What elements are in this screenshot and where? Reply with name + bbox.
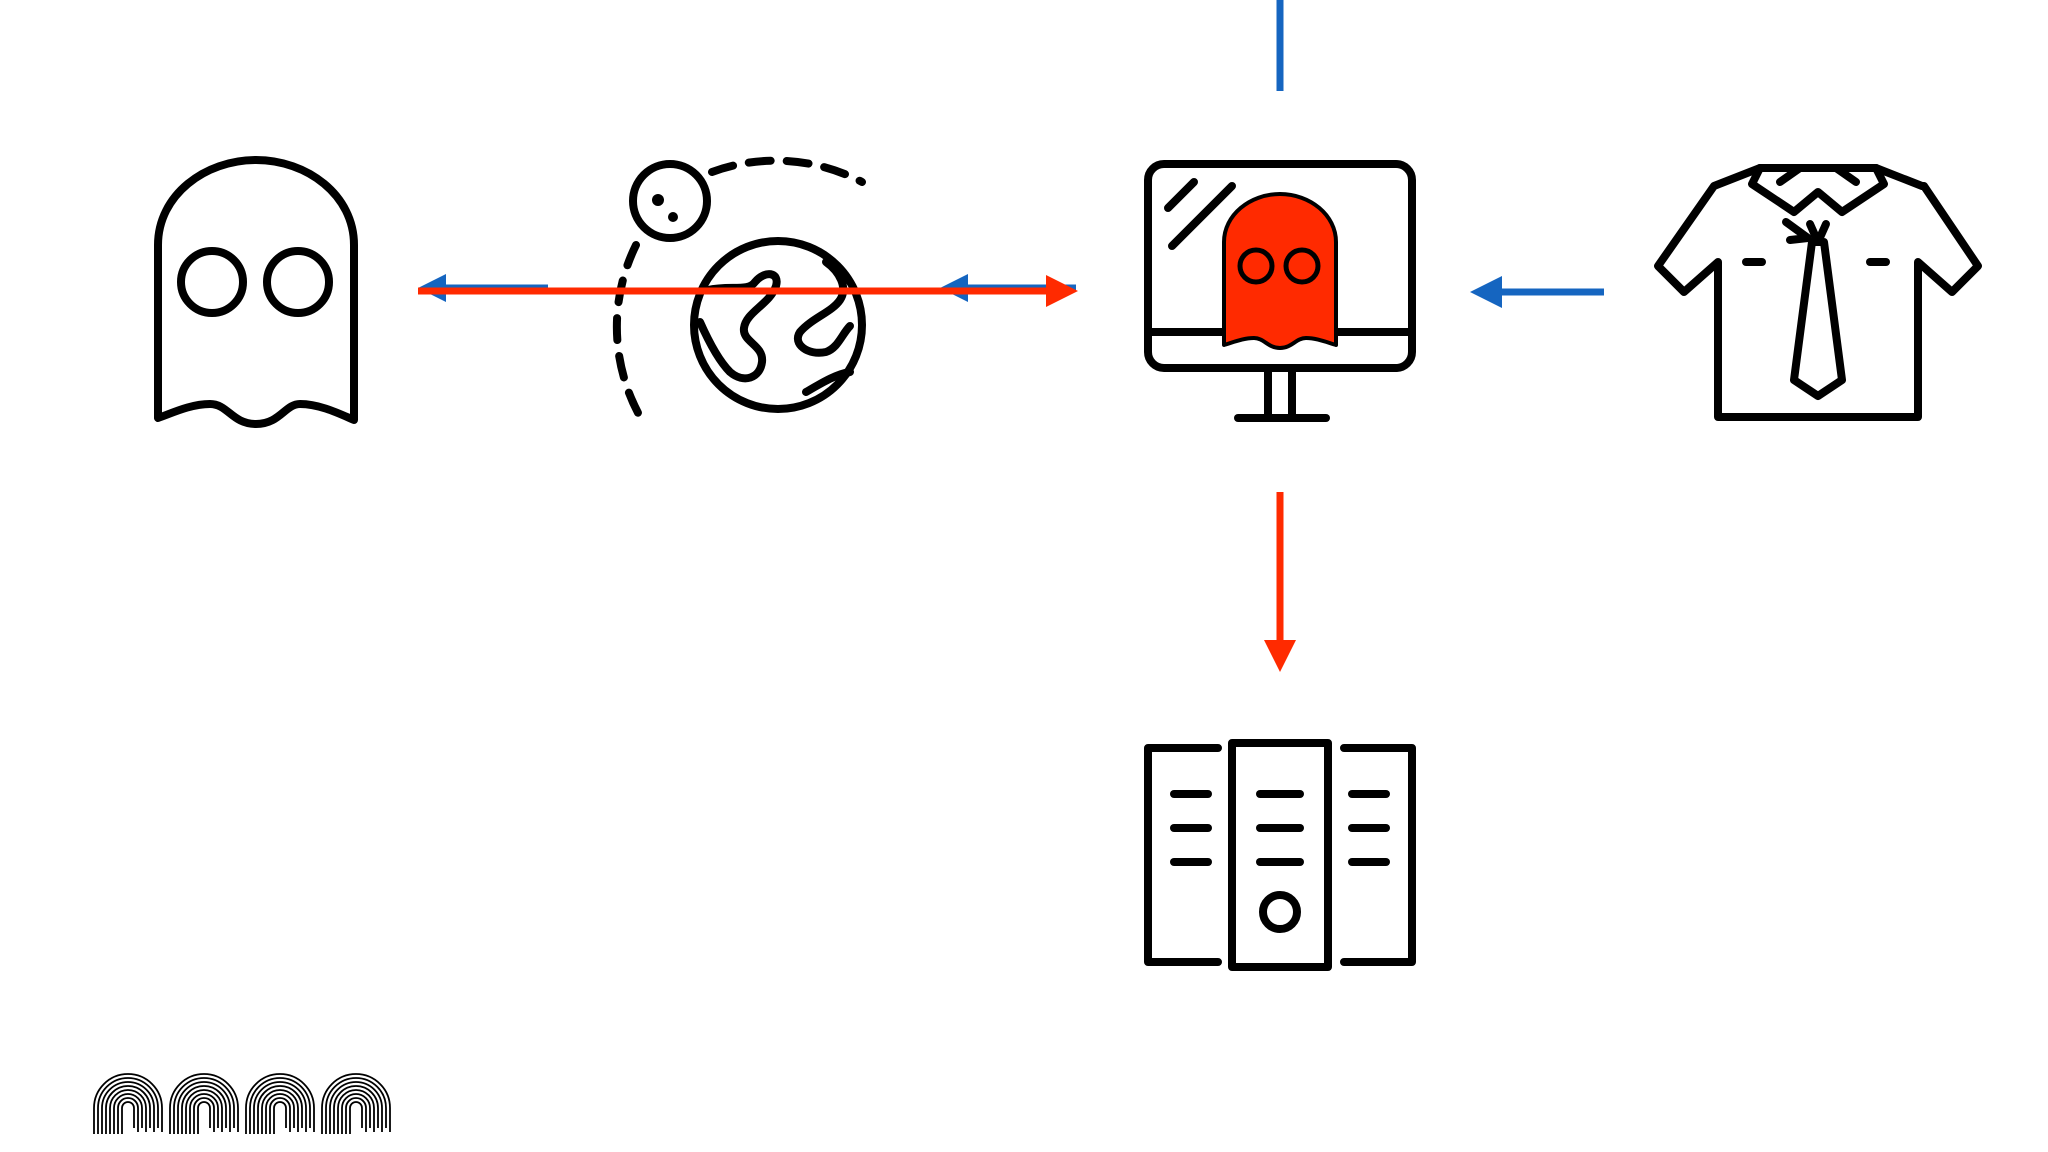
fingerprint-icon: [245, 1073, 315, 1134]
fingerprints-icon: [93, 1073, 391, 1134]
monitor-with-ghost-icon: [1144, 160, 1416, 422]
shirt-tie-icon: [1654, 164, 1982, 421]
fingerprint-icon: [321, 1073, 391, 1134]
connection-employee-to-computer: [1470, 276, 1604, 308]
ghost-icon: [154, 156, 358, 428]
connection-computer-to-server: [1264, 492, 1296, 672]
red-ghost: [1222, 192, 1338, 350]
server-rack-icon: [1144, 739, 1416, 971]
fingerprint-icon: [169, 1073, 239, 1134]
fingerprint-icon: [93, 1073, 163, 1134]
connection-attacker-to-computer: [418, 275, 1078, 307]
